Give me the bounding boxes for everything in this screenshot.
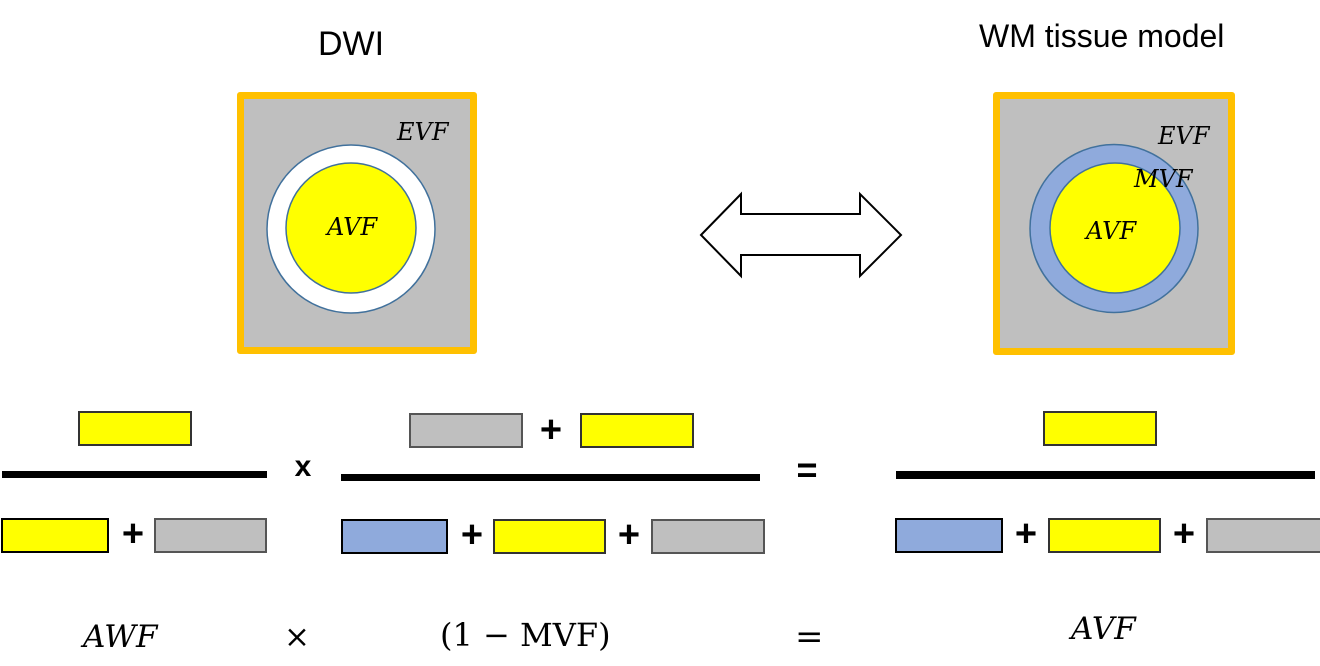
term1-numerator-axon-box <box>78 411 192 446</box>
dwi-title: DWI <box>318 25 385 63</box>
plus-sign: + <box>460 514 484 556</box>
term2-fraction-bar <box>341 474 760 481</box>
equals-sign: = <box>796 449 818 490</box>
plus-sign: + <box>617 514 641 556</box>
term1-fraction-bar <box>2 471 267 478</box>
term2-numerator-axon-box <box>580 413 694 448</box>
wm-avf-label: AVF <box>1086 217 1137 245</box>
dwi-evf-label: EVF <box>397 118 449 146</box>
term2-numerator-extracellular-box <box>409 413 523 448</box>
wm-evf-label: EVF <box>1158 122 1210 150</box>
plus-sign: + <box>1172 513 1196 555</box>
plus-sign: + <box>121 513 145 555</box>
formula-avf: AVF <box>1071 611 1136 647</box>
wm-mvf-label: MVF <box>1134 165 1193 193</box>
result-numerator-axon-box <box>1043 411 1157 446</box>
plus-sign: + <box>539 409 563 451</box>
result-denominator-axon-box <box>1048 518 1161 553</box>
formula-awf: AWF <box>83 619 158 655</box>
result-denominator-extracellular-box <box>1206 518 1320 553</box>
wm-tissue-model-title: WM tissue model <box>979 18 1225 54</box>
term2-denominator-myelin-box <box>341 519 448 554</box>
term1-denominator-axon-box <box>1 518 109 553</box>
result-fraction-bar <box>896 471 1315 479</box>
formula-equals: = <box>795 617 824 657</box>
term2-denominator-extracellular-box <box>651 519 765 554</box>
times-sign: x <box>294 450 312 483</box>
formula-one-minus-mvf: (1 − MVF) <box>440 619 611 651</box>
term2-denominator-axon-box <box>493 519 606 554</box>
result-denominator-myelin-box <box>895 518 1003 553</box>
plus-sign: + <box>1014 513 1038 555</box>
formula-middle-text: (1 − MVF) <box>440 616 611 654</box>
dwi-avf-label: AVF <box>327 213 378 241</box>
formula-times: × <box>284 619 310 655</box>
wm-axon-circle <box>1049 162 1181 294</box>
dwi-axon-circle <box>285 162 417 294</box>
double-arrow-icon <box>699 191 903 279</box>
term1-denominator-extracellular-box <box>154 518 267 553</box>
